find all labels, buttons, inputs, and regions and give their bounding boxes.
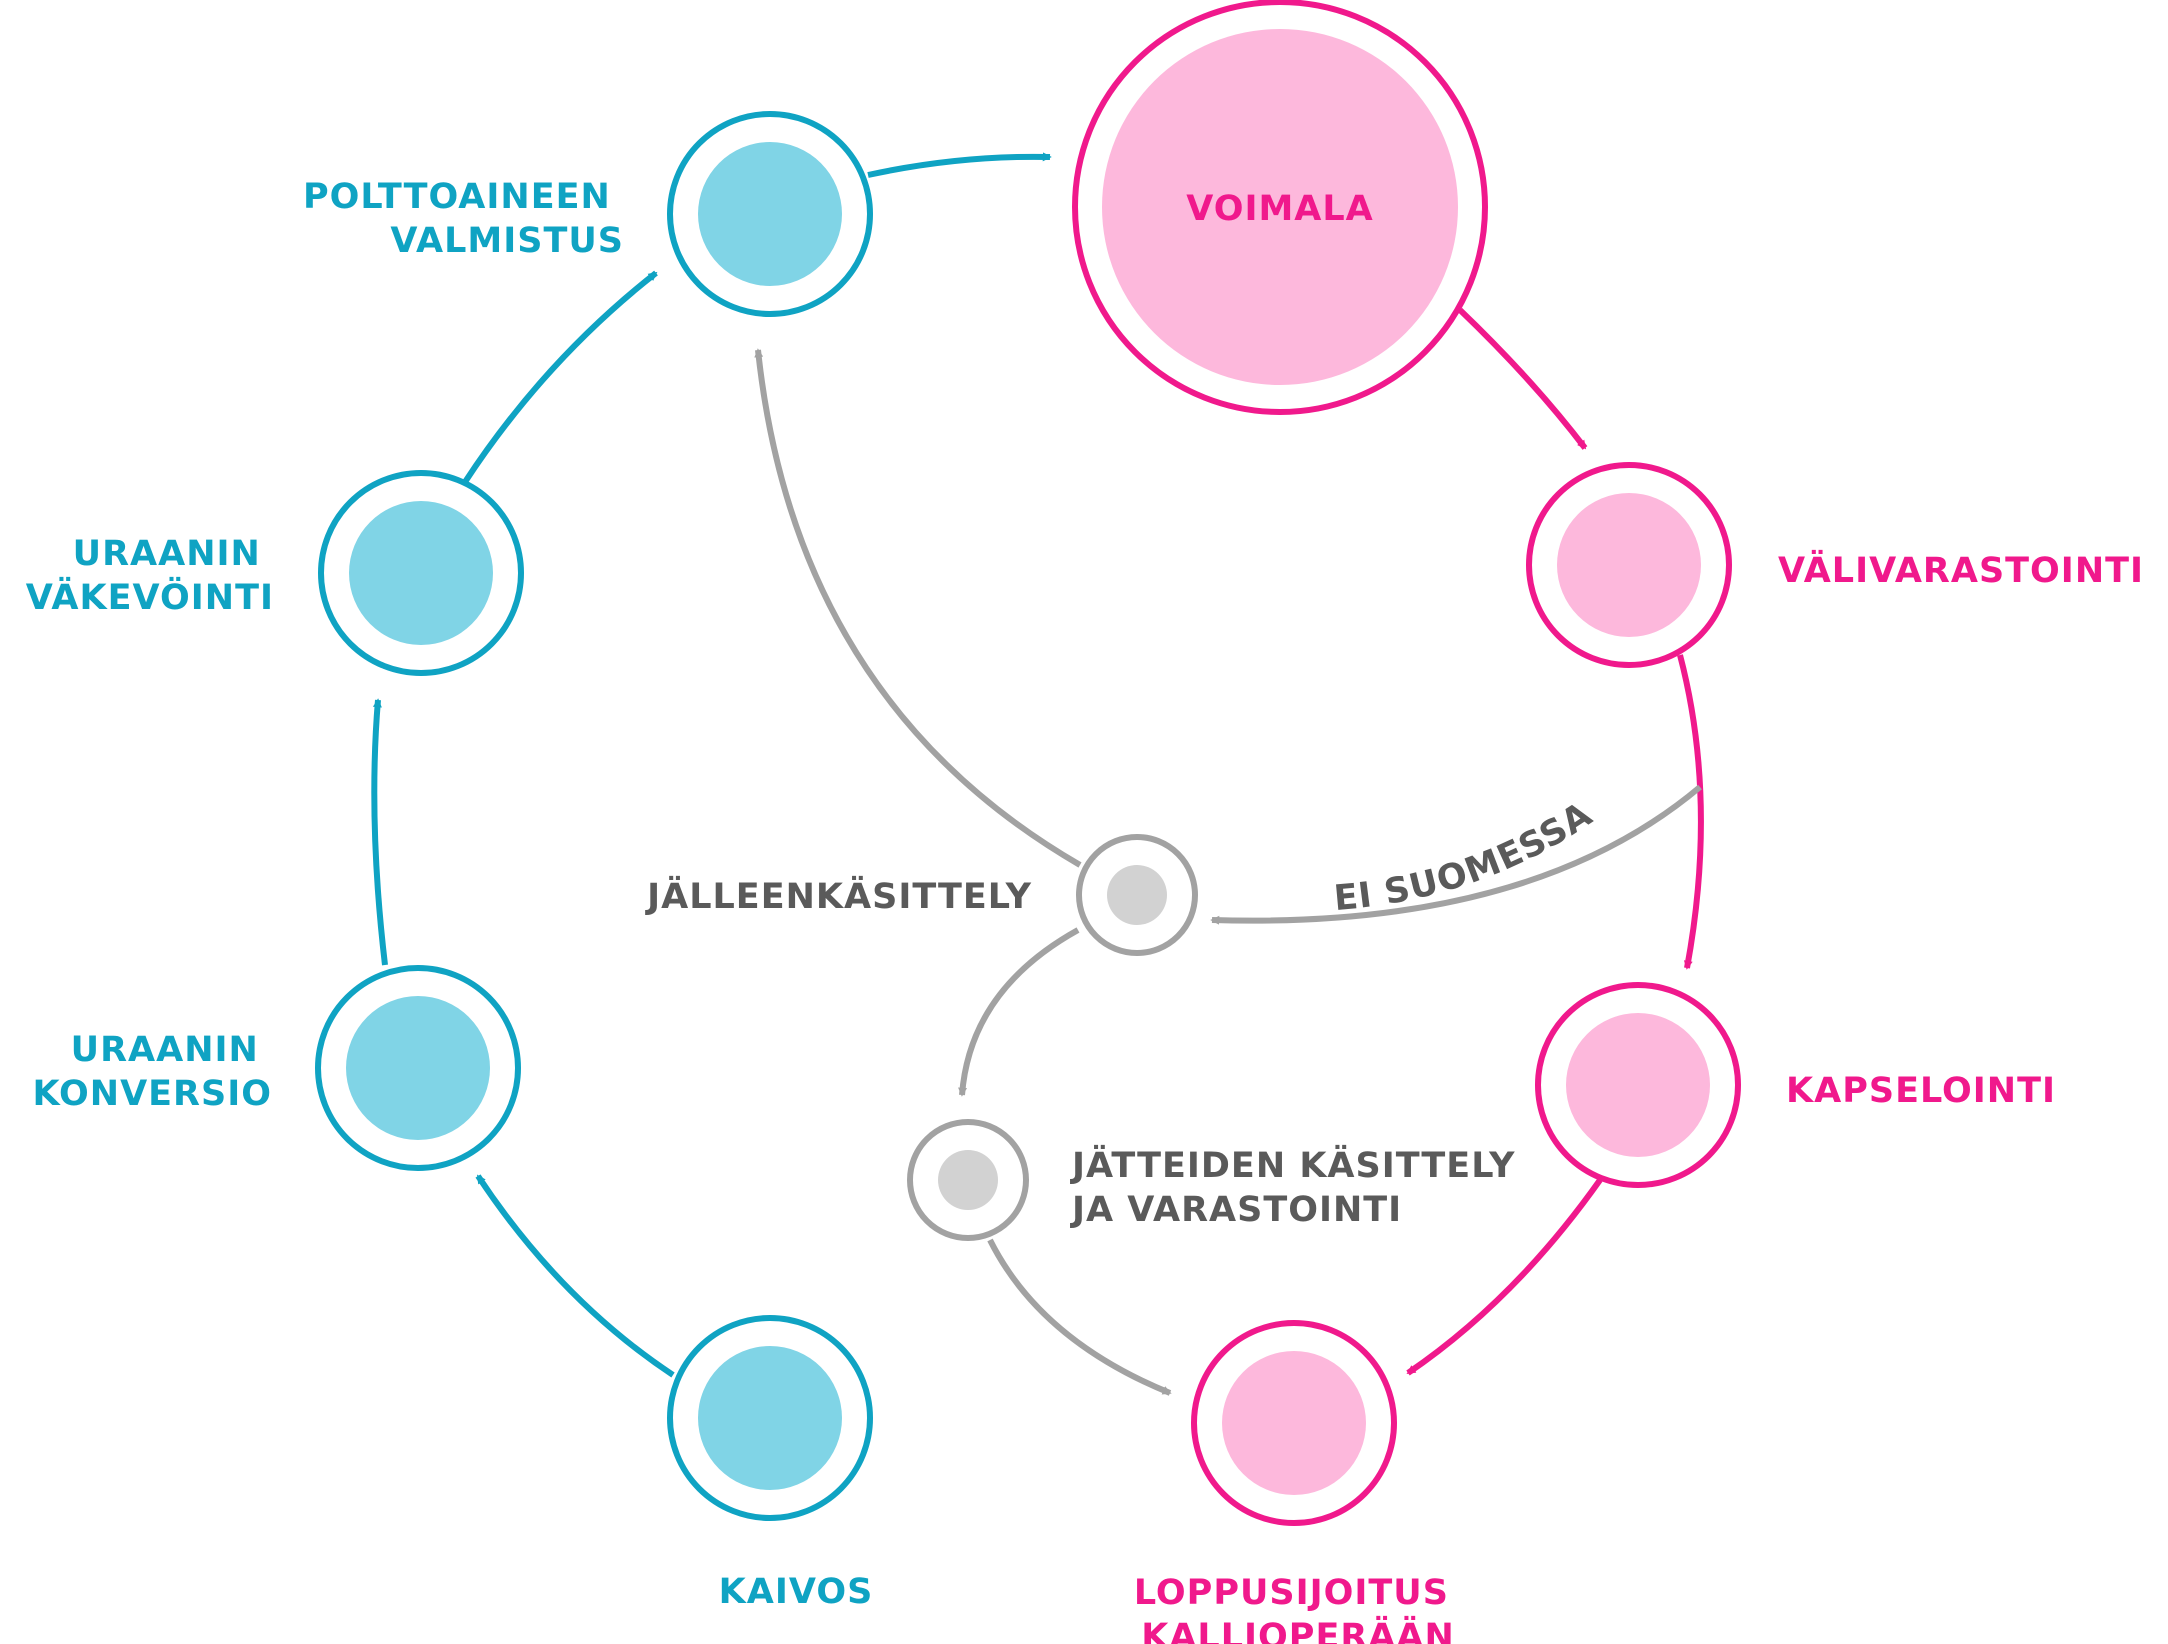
node-fill [1566,1013,1710,1157]
node-valivarastointi [1526,462,1732,668]
label-line: POLTTOAINEEN [303,177,611,217]
edge-polttoaineen-to-voimala [867,152,1052,178]
label-line: VÄKEVÖINTI [26,576,274,618]
label-jatteiden-kasittely: JÄTTEIDEN KÄSITTELY JA VARASTOINTI [1070,1144,1529,1230]
edge-vakevointi-to-polttoaineen [462,270,658,484]
node-fill [1222,1351,1366,1495]
label-valivarastointi: VÄLIVARASTOINTI [1778,549,2144,591]
edges-gray [754,348,1702,1396]
label-line: KALLIOPERÄÄN [1141,1615,1455,1644]
edge-jalleenkasittely-to-jatteiden [958,927,1080,1097]
label-line: VALMISTUS [390,221,624,261]
label-loppusijoitus: LOPPUSIJOITUS KALLIOPERÄÄN [1134,1573,1462,1644]
node-kapselointi [1535,982,1741,1188]
label-jalleenkasittely: JÄLLEENKÄSITTELY [645,875,1032,917]
label-line: JA VARASTOINTI [1070,1190,1402,1230]
label-uraanin-konversio: URAANIN KONVERSIO [32,1030,272,1114]
label-line: KAIVOS [719,1572,874,1612]
node-fill [346,996,490,1140]
edges-blue [371,152,1052,1378]
label-line: URAANIN [73,534,261,574]
label-line: LOPPUSIJOITUS [1134,1573,1449,1613]
node-fill [1107,865,1167,925]
edge-voimala-to-valivarastointi [1457,307,1588,450]
node-fill [1102,29,1458,385]
label-kapselointi: KAPSELOINTI [1786,1071,2056,1111]
edge-valivarastointi-to-kapselointi [1677,654,1704,970]
node-uraanin-konversio [315,965,521,1171]
edges-pink [1406,307,1704,1376]
edge-kaivos-to-konversio [475,1174,675,1378]
label-line: JÄTTEIDEN KÄSITTELY [1070,1144,1515,1186]
node-fill [698,142,842,286]
node-uraanin-vakevointi [318,470,524,676]
edge-jalleenkasittely-to-polttoaineen [754,348,1082,868]
node-jatteiden-kasittely [907,1119,1029,1241]
label-voimala: VOIMALA [1186,189,1374,229]
node-polttoaineen-valmistus [667,111,873,317]
node-kaivos [667,1315,873,1521]
edge-konversio-to-vakevointi [371,698,388,966]
node-fill [349,501,493,645]
label-line: URAANIN [71,1030,259,1070]
edge-jatteiden-to-loppusijoitus [987,1238,1172,1396]
node-fill [1557,493,1701,637]
node-fill [698,1346,842,1490]
label-uraanin-vakevointi: URAANIN VÄKEVÖINTI [26,534,274,618]
label-line: VÄLIVARASTOINTI [1778,549,2144,591]
label-line: KAPSELOINTI [1786,1071,2056,1111]
node-fill [938,1150,998,1210]
node-jalleenkasittely [1076,834,1198,956]
label-polttoaineen-valmistus: POLTTOAINEEN VALMISTUS [303,177,624,261]
node-loppusijoitus [1191,1320,1397,1526]
label-kaivos: KAIVOS [719,1572,874,1612]
edge-kapselointi-to-loppusijoitus [1406,1178,1603,1376]
node-voimala [1072,0,1488,415]
edge-valivarastointi-to-jalleenkasittely [1210,784,1702,925]
label-line: KONVERSIO [32,1074,272,1114]
label-line: JÄLLEENKÄSITTELY [645,875,1032,917]
label-line: VOIMALA [1186,189,1374,229]
